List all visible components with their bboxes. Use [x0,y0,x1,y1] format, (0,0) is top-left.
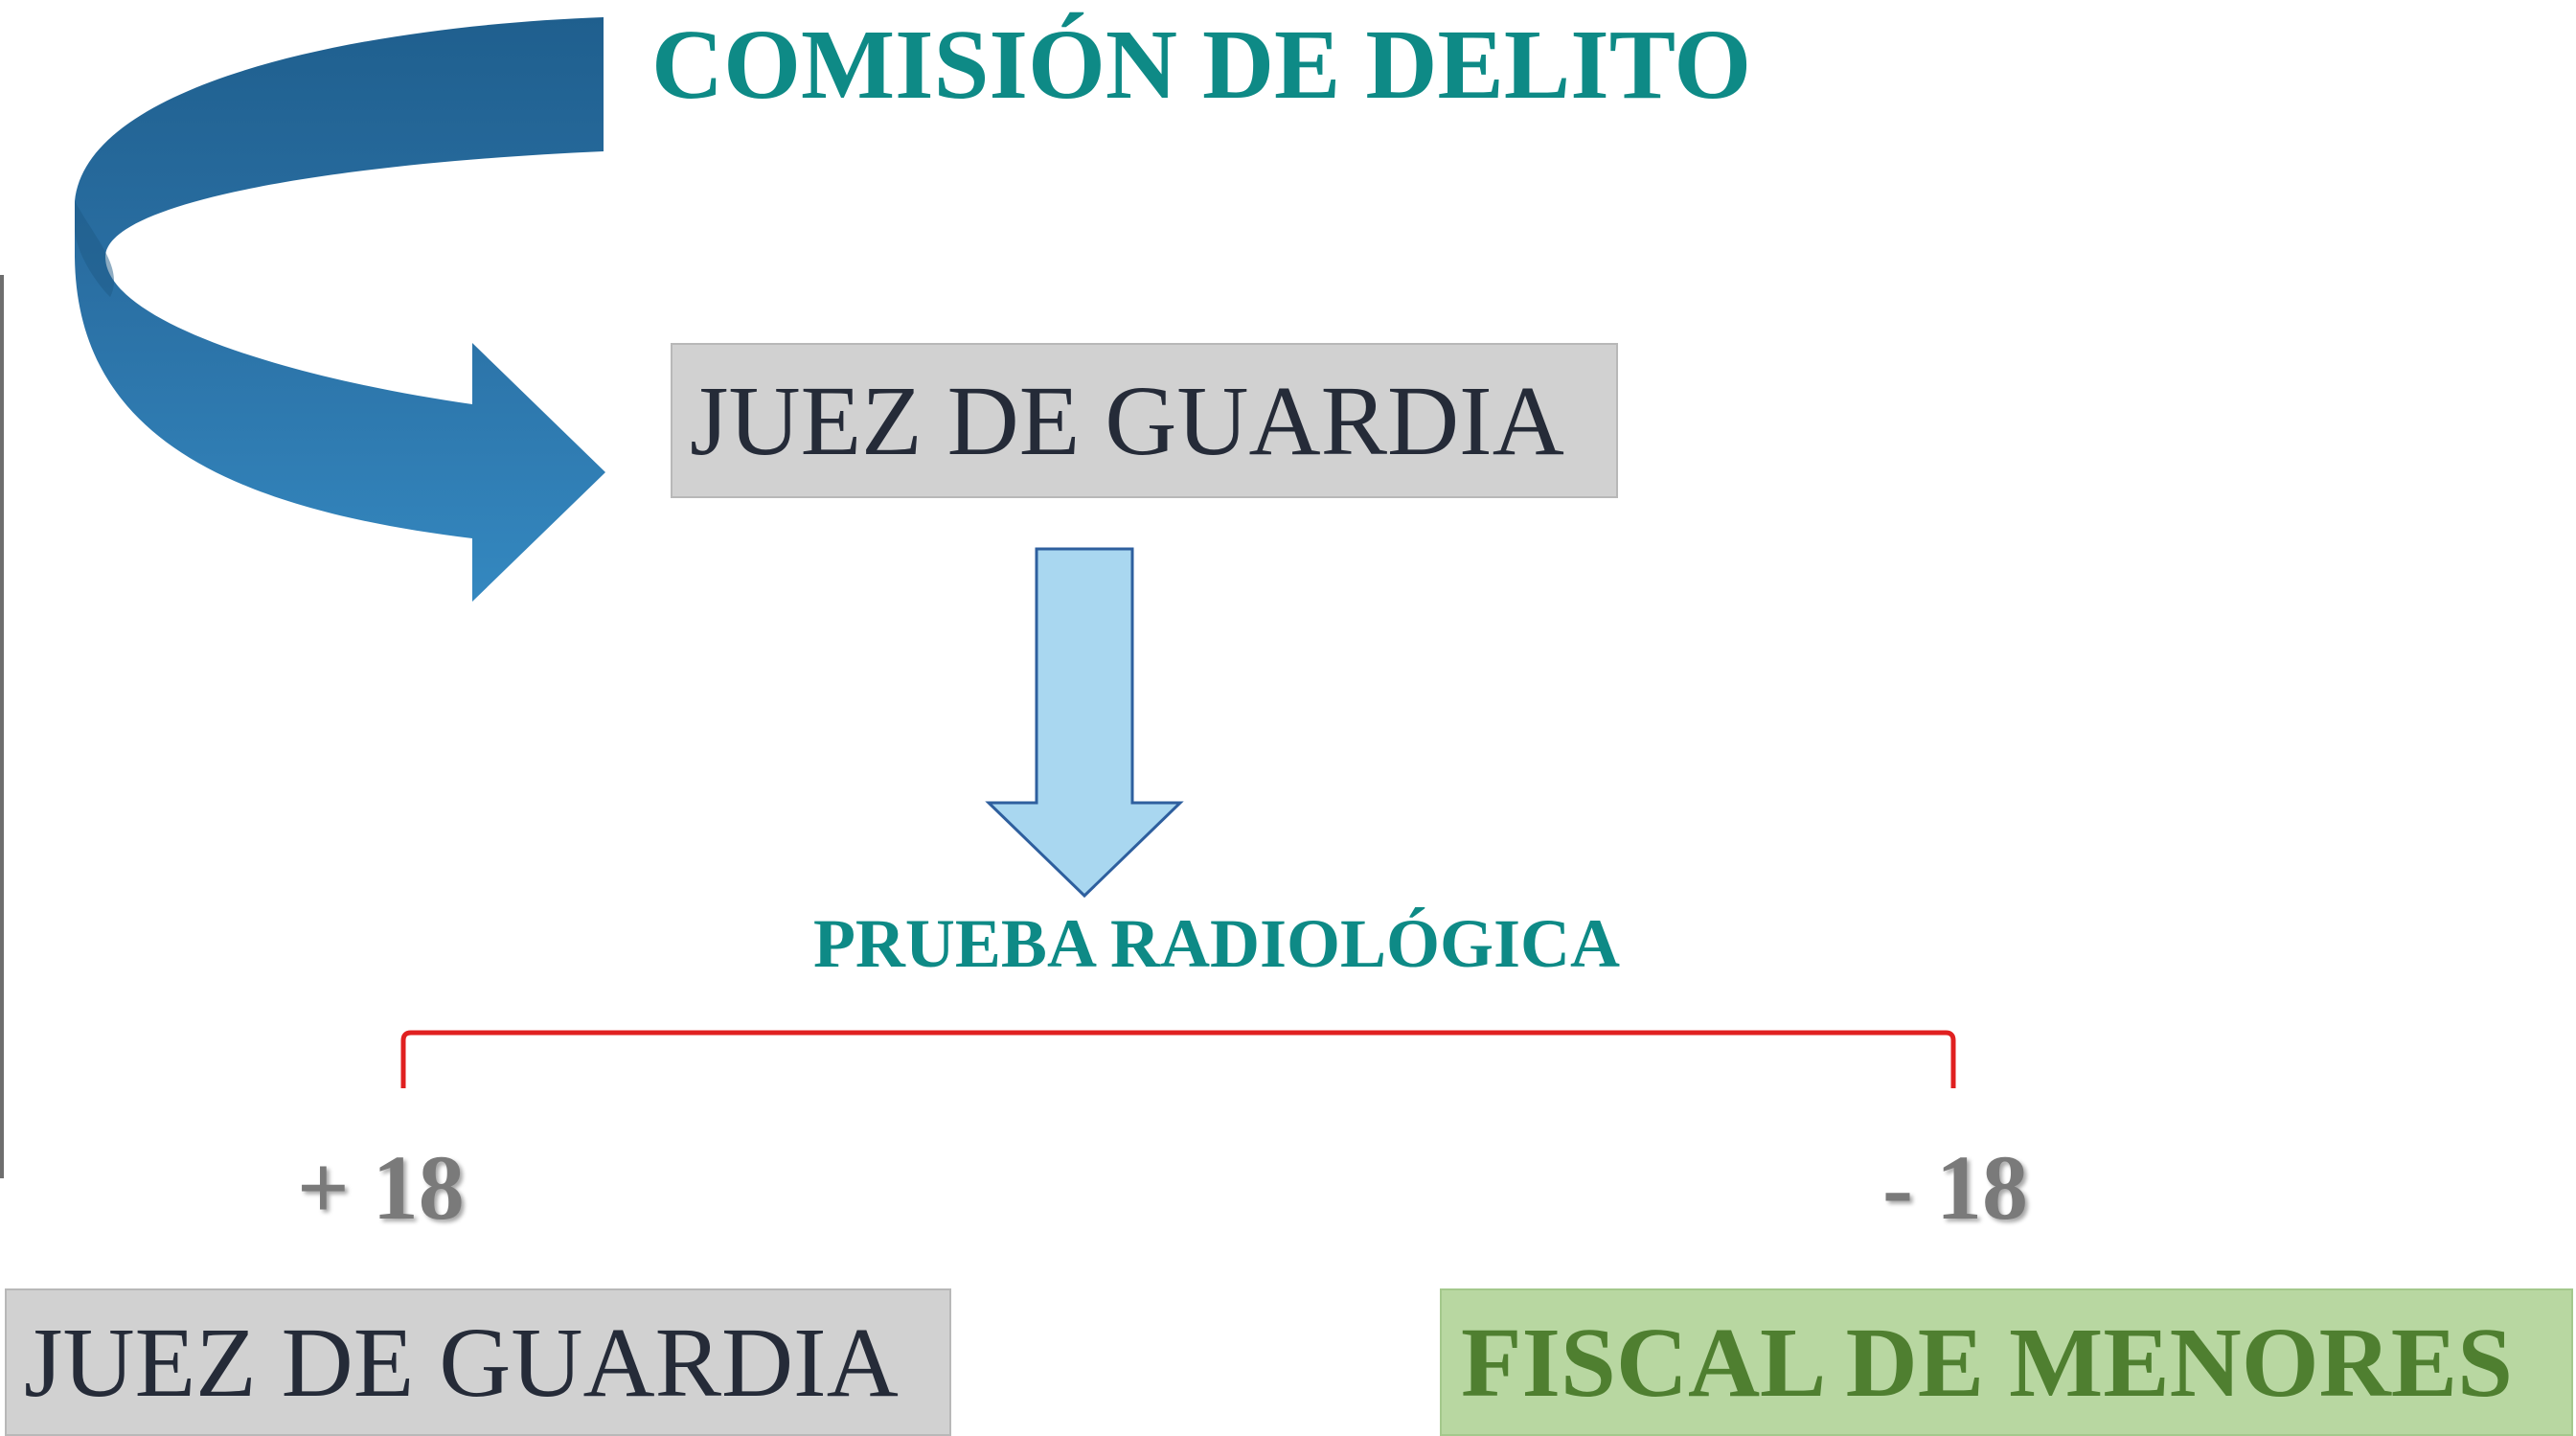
title-comision-de-delito: COMISIÓN DE DELITO [651,10,1752,120]
bracket-line [400,1030,1956,1088]
juez-de-guardia-box-top: JUEZ DE GUARDIA [671,343,1618,498]
age-under-18-label: - 18 [1882,1136,2028,1239]
left-divider-line [0,275,4,1178]
age-over-18-label: + 18 [297,1136,465,1239]
juez-de-guardia-box-bottom: JUEZ DE GUARDIA [5,1288,951,1436]
down-arrow-icon [985,547,1184,899]
prueba-radiologica-label: PRUEBA RADIOLÓGICA [812,905,1621,982]
fiscal-de-menores-box: FISCAL DE MENORES [1440,1288,2573,1436]
curved-arrow-icon [75,17,605,602]
